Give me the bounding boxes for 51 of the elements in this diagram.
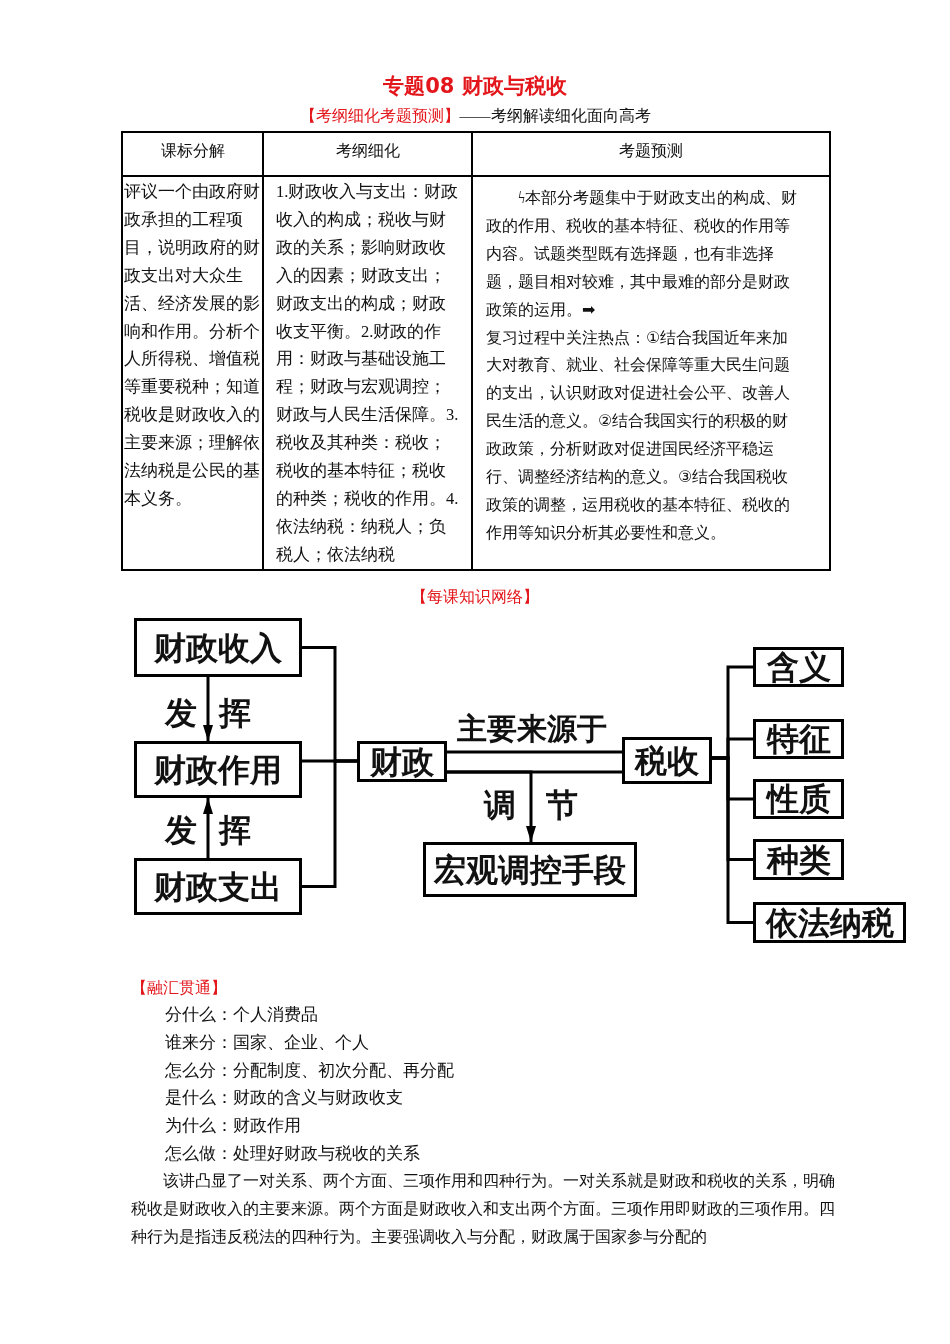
- box-label: 依法纳税: [765, 906, 894, 939]
- paragraph-text: 该讲凸显了一对关系、两个方面、三项作用和四种行为。一对关系就是财政和税收的关系，明确税收是财政收入的主要来源。两个方面是财政收入和支出两个方面。三项作用即财政的三项作用。四种行为是指违反税法的四种行为。主要强调收入与分配，财政属于国家参与分配的: [131, 1171, 837, 1248]
- note-line: 怎么做：处理好财政与税收的关系: [165, 1144, 420, 1164]
- section-heading: 【考纲细化考题预测】: [299, 106, 460, 126]
- connector-line: [302, 759, 357, 888]
- note-line: 谁来分：国家、企业、个人: [165, 1033, 369, 1053]
- concept-box: [753, 647, 844, 687]
- column-header: 考题预测: [619, 142, 683, 159]
- note-line: 为什么：财政作用: [165, 1116, 301, 1136]
- cell-text: 复习过程中关注热点：①结合我国近年来加大对教育、就业、社会保障等重大民生问题的支出，认识财政对促进社会公平、改善人民生活的意义。②结合我国实行的积极的财政政策，分析财政对促进国民经济平稳运行、调整经济结构的意义。③结合我国税收政策的调整，运用税收的基本特征、税收的作用等知识分析其必要性和意义。: [486, 327, 791, 543]
- concept-box: [134, 858, 302, 915]
- edge-label: 主要来源于: [457, 714, 607, 744]
- box-label: 宏观调控手段: [434, 853, 626, 886]
- section-heading: 【融汇贯通】: [131, 978, 227, 998]
- concept-box: [134, 741, 302, 798]
- box-label: 财政收入: [154, 631, 282, 664]
- box-label: 财政作用: [154, 753, 282, 786]
- box-label: 种类: [766, 843, 831, 876]
- column-header: 课标分解: [160, 142, 225, 159]
- cell-text: ϟ本部分考题集中于财政支出的构成、财政的作用、税收的基本特征、税收的作用等内容。试题类型既有选择题，也有非选择题，题目相对较难，其中最难的部分是财政政策的运用。➡: [486, 188, 799, 320]
- concept-box: [753, 839, 844, 880]
- section-heading: 【每课知识网络】: [411, 587, 539, 607]
- concept-box: [357, 741, 447, 782]
- box-label: 财政: [370, 745, 434, 778]
- arrow: [203, 798, 213, 858]
- concept-box: [753, 719, 844, 759]
- edge-label: 调 节: [483, 789, 579, 821]
- box-label: 含义: [766, 651, 831, 683]
- connector-line: [712, 756, 753, 924]
- double-connector-line: [445, 750, 624, 774]
- cell-text: 评议一个由政府财政承担的工程项目，说明政府的财政支出对大众生活、经济发展的影响和作用。分析个人所得税、增值税等重要税种；知道税收是财政收入的主要来源；理解依法纳税是公民的基本义务。: [123, 181, 261, 510]
- edge-label: 发 挥: [165, 814, 251, 846]
- column-header: 考纲细化: [335, 142, 400, 159]
- page-title: 专题08 财政与税收: [383, 74, 567, 98]
- edge-label: 发 挥: [165, 697, 251, 729]
- subtitle-text: ——考纲解读细化面向高考: [459, 106, 651, 126]
- concept-box: [423, 842, 637, 897]
- arrow: [203, 677, 213, 741]
- concept-box: [622, 737, 712, 784]
- concept-box: [753, 902, 906, 943]
- concept-box: [753, 779, 844, 819]
- note-line: 是什么：财政的含义与财政收支: [165, 1088, 403, 1108]
- arrow: [447, 770, 536, 842]
- box-label: 税收: [635, 744, 699, 777]
- box-label: 特征: [766, 723, 831, 755]
- note-line: 分什么：个人消费品: [165, 1005, 318, 1025]
- cell-text: 1.财政收入与支出：财政收入的构成；税收与财政的关系；影响财政收入的因素；财政支出；财政支出的构成；财政收支平衡。2.财政的作用：财政与基础设施工程；财政与宏观调控；财政与人民生活保障。3.税收及其种类：税收；税收的基本特征；税收的种类；税收的作用。4.依法纳税：纳税人；负税人；依法纳税: [276, 181, 460, 566]
- box-label: 财政支出: [154, 870, 282, 903]
- concept-box: [134, 618, 302, 677]
- note-line: 怎么分：分配制度、初次分配、再分配: [165, 1061, 454, 1081]
- box-label: 性质: [766, 783, 831, 815]
